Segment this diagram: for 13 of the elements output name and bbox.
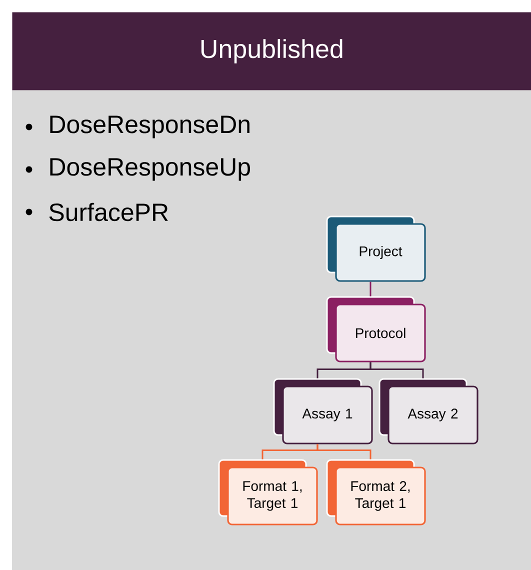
hierarchy-box: Format 2, Target 1 bbox=[326, 459, 426, 526]
bullet-item: DoseResponseUp bbox=[26, 158, 250, 181]
connector-line bbox=[316, 444, 372, 460]
hierarchy-box: Assay 2 bbox=[378, 378, 478, 444]
hierarchy-box: Protocol bbox=[326, 296, 426, 362]
connector-line bbox=[370, 362, 424, 378]
bullet-item: SurfacePR bbox=[26, 202, 168, 222]
connector-line bbox=[370, 282, 372, 296]
hierarchy-box: Project bbox=[326, 216, 426, 282]
bullet-item: DoseResponseDn bbox=[26, 116, 250, 138]
hierarchy-box: Format 1, Target 1 bbox=[218, 459, 318, 526]
hierarchy-box: Assay 1 bbox=[273, 378, 373, 444]
title-bar: Unpublished bbox=[12, 12, 531, 90]
